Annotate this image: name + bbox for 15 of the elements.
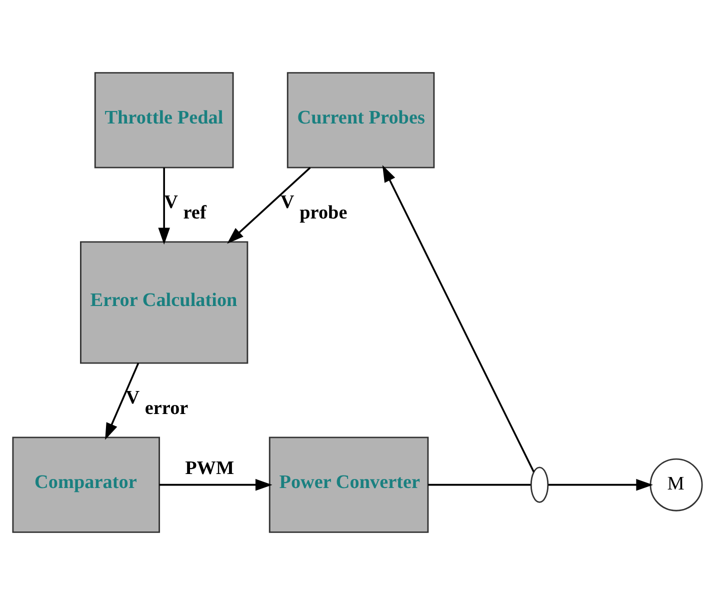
node-box: Error Calculation bbox=[80, 241, 248, 364]
arrow bbox=[227, 167, 311, 244]
arrow bbox=[548, 478, 653, 491]
node-box: Throttle Pedal bbox=[94, 72, 234, 168]
node-box: Power Converter bbox=[268, 436, 429, 533]
node-ellipse bbox=[530, 466, 549, 503]
connector bbox=[428, 484, 531, 486]
edge-label: PWM bbox=[185, 458, 234, 479]
arrow bbox=[382, 165, 535, 472]
arrow bbox=[105, 362, 140, 440]
node-circle: M bbox=[650, 458, 703, 512]
node-box: Current Probes bbox=[286, 72, 435, 168]
arrow bbox=[159, 478, 272, 491]
arrow bbox=[158, 168, 170, 245]
node-box: Comparator bbox=[12, 436, 160, 533]
